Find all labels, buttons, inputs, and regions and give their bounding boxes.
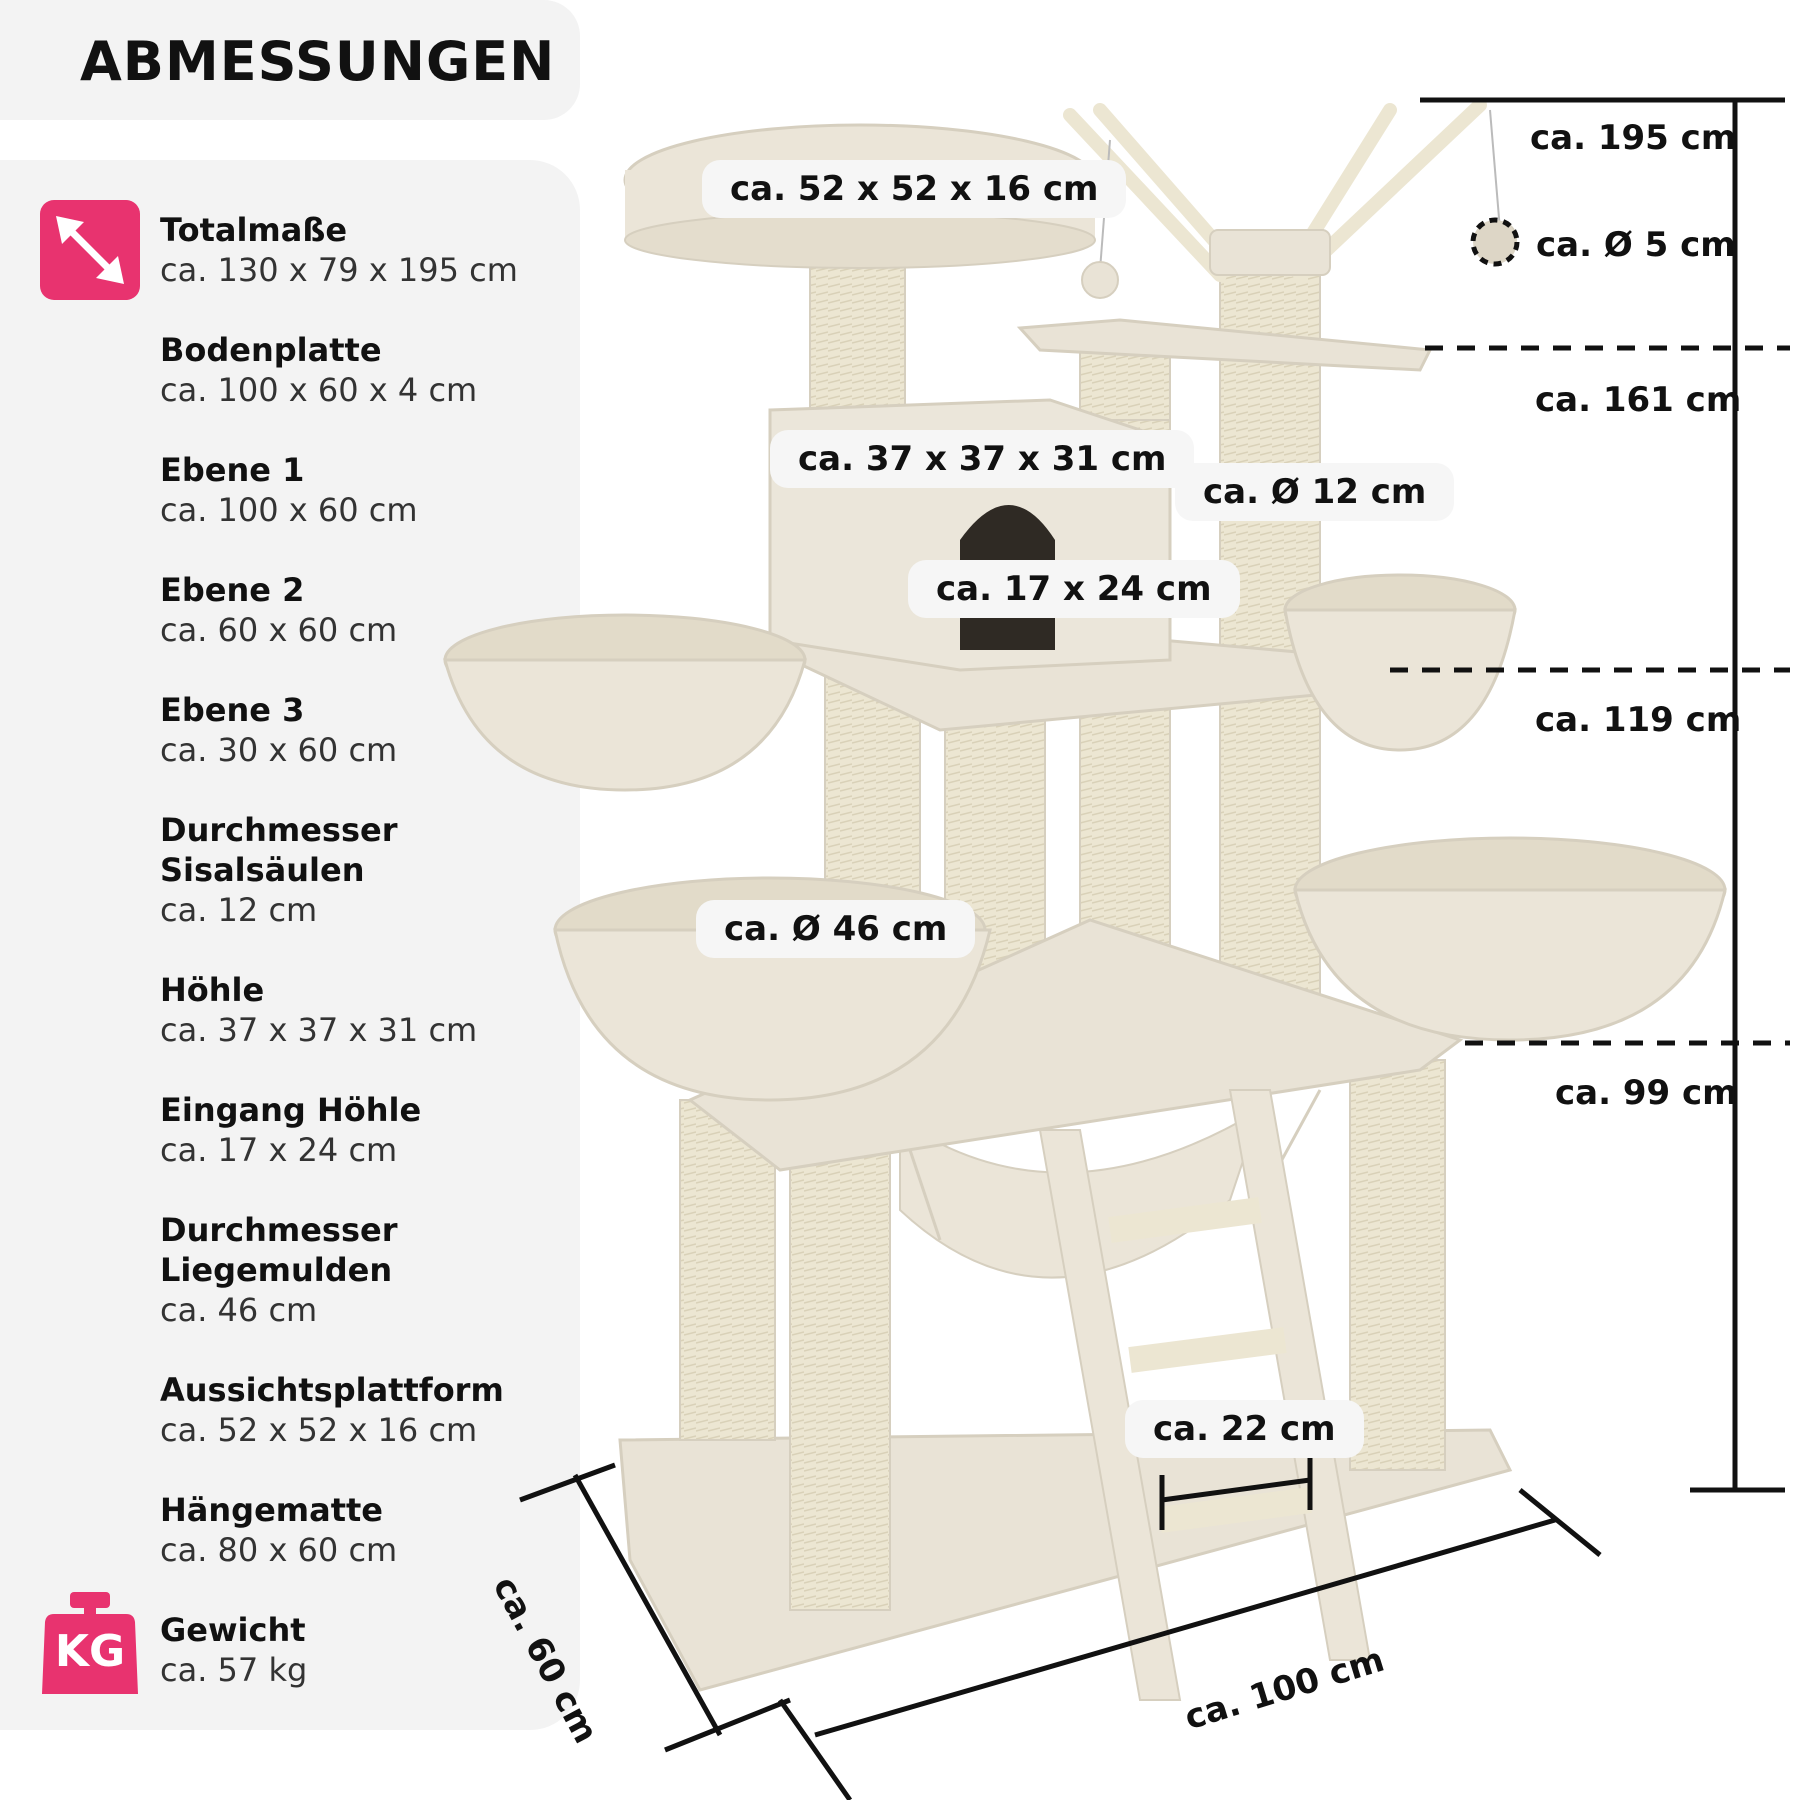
spec-hoehle: Höhle ca. 37 x 37 x 31 cm [160, 970, 477, 1050]
spec-value: ca. 100 x 60 cm [160, 491, 418, 529]
spec-label: Durchmesser Liegemulden [160, 1211, 398, 1289]
tag-platform: ca. 52 x 52 x 16 cm [702, 160, 1127, 218]
tag-pillar: ca. Ø 12 cm [1175, 463, 1455, 521]
height-level-3: ca. 161 cm [1535, 380, 1742, 420]
tag-bowl: ca. Ø 46 cm [696, 900, 976, 958]
weight-icon: KG [40, 1592, 140, 1694]
ball-icon [1470, 217, 1520, 267]
tag-step: ca. 22 cm [1125, 1400, 1364, 1458]
spec-value: ca. 60 x 60 cm [160, 611, 398, 649]
width-bar [814, 1517, 1556, 1738]
spec-value: ca. 30 x 60 cm [160, 731, 398, 769]
sisal-post [1349, 1059, 1446, 1471]
spec-label: Durchmesser Sisalsäulen [160, 811, 398, 889]
level-3-board [1016, 318, 1433, 372]
sisal-post [789, 1149, 891, 1611]
spec-label: Gewicht [160, 1611, 306, 1649]
ball-diameter: ca. Ø 5 cm [1536, 225, 1736, 265]
spec-sisalsaeulen: Durchmesser Sisalsäulen ca. 12 cm [160, 810, 398, 930]
spec-label: Ebene 3 [160, 691, 305, 729]
spec-label: Eingang Höhle [160, 1091, 422, 1129]
spec-label: Ebene 2 [160, 571, 305, 609]
page-title: ABMESSUNGEN [80, 30, 556, 93]
spec-liegemulden: Durchmesser Liegemulden ca. 46 cm [160, 1210, 398, 1330]
depth-bar [572, 1473, 723, 1737]
spec-value: ca. 37 x 37 x 31 cm [160, 1011, 478, 1049]
spec-label: Aussichtsplattform [160, 1371, 504, 1409]
spec-value: ca. 52 x 52 x 16 cm [160, 1411, 478, 1449]
ladder-step [1128, 1327, 1287, 1373]
spec-aussichtsplattform: Aussichtsplattform ca. 52 x 52 x 16 cm [160, 1370, 504, 1450]
ladder-step [1158, 1487, 1312, 1533]
height-level-1: ca. 99 cm [1555, 1073, 1738, 1113]
spec-label: Höhle [160, 971, 265, 1009]
toy-ball [1081, 261, 1119, 299]
spec-value: ca. 100 x 60 x 4 cm [160, 371, 478, 409]
spec-label: Totalmaße [160, 211, 348, 249]
spec-value: ca. 130 x 79 x 195 cm [160, 251, 518, 289]
spec-totalmasse: Totalmaße ca. 130 x 79 x 195 cm [160, 210, 518, 290]
spec-value: ca. 46 cm [160, 1291, 318, 1329]
spec-value: ca. 12 cm [160, 891, 318, 929]
sisal-post [679, 1099, 776, 1441]
spec-label: Ebene 1 [160, 451, 305, 489]
spec-label: Hängematte [160, 1491, 383, 1529]
spec-gewicht: Gewicht ca. 57 kg [160, 1610, 307, 1690]
sisal-post [809, 249, 906, 421]
height-level-2: ca. 119 cm [1535, 700, 1742, 740]
level-1-board [687, 918, 1464, 1172]
weight-icon-label: KG [54, 1626, 126, 1677]
spec-ebene-1: Ebene 1 ca. 100 x 60 cm [160, 450, 418, 530]
spec-label: Bodenplatte [160, 331, 382, 369]
spec-ebene-3: Ebene 3 ca. 30 x 60 cm [160, 690, 397, 770]
tag-cave: ca. 37 x 37 x 31 cm [770, 430, 1195, 488]
spec-bodenplatte: Bodenplatte ca. 100 x 60 x 4 cm [160, 330, 477, 410]
tag-entrance: ca. 17 x 24 cm [908, 560, 1240, 618]
ladder-step [1108, 1197, 1262, 1243]
height-total: ca. 195 cm [1530, 118, 1737, 158]
ladder-rail [1038, 1129, 1182, 1701]
spec-ebene-2: Ebene 2 ca. 60 x 60 cm [160, 570, 397, 650]
title-box: ABMESSUNGEN [0, 0, 580, 120]
diagonal-arrow-icon [40, 200, 140, 300]
ladder-rail [1228, 1089, 1372, 1661]
spec-value: ca. 80 x 60 cm [160, 1531, 398, 1569]
spec-panel [0, 160, 580, 1730]
spec-value: ca. 57 kg [160, 1651, 308, 1689]
spec-value: ca. 17 x 24 cm [160, 1131, 398, 1169]
spec-eingang-hoehle: Eingang Höhle ca. 17 x 24 cm [160, 1090, 421, 1170]
spec-haengematte: Hängematte ca. 80 x 60 cm [160, 1490, 397, 1570]
